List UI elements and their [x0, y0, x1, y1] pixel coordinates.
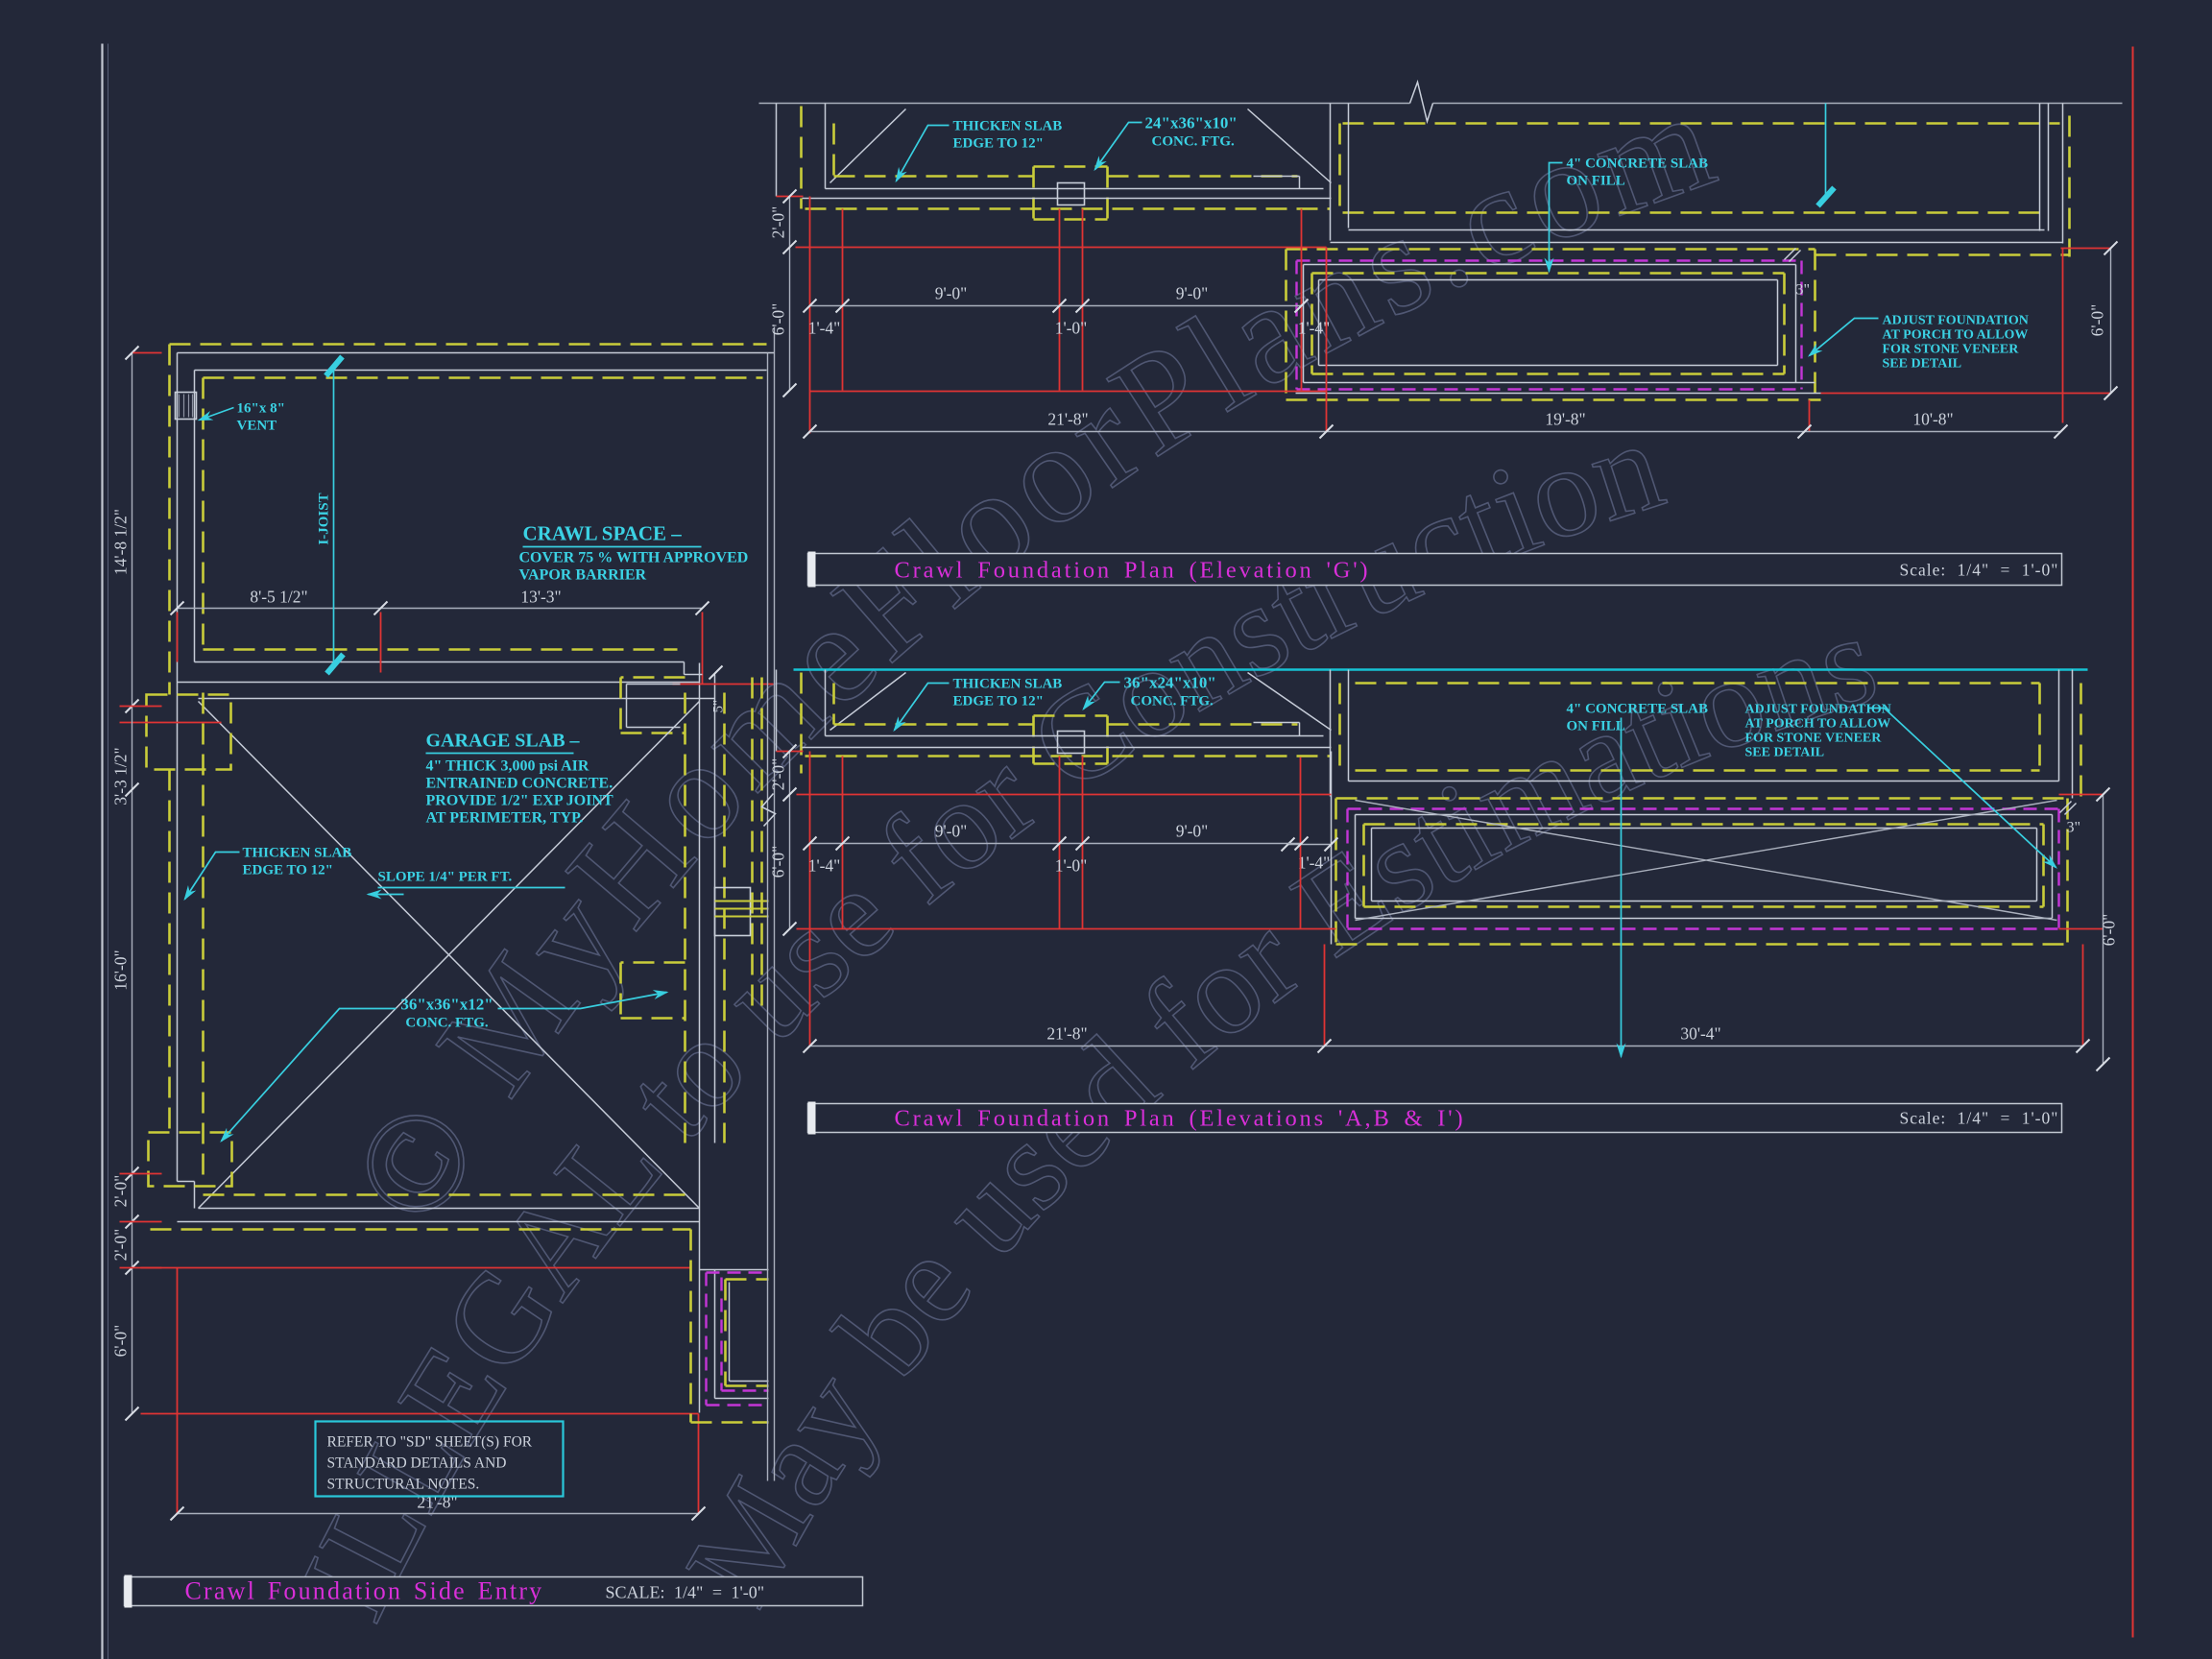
svg-text:ENTRAINED CONCRETE.: ENTRAINED CONCRETE. — [426, 776, 613, 792]
svg-text:36"x24"x10": 36"x24"x10" — [1124, 674, 1216, 692]
svg-text:6'-0": 6'-0" — [769, 303, 788, 336]
svg-text:3": 3" — [2067, 820, 2081, 836]
svg-text:STRUCTURAL NOTES.: STRUCTURAL NOTES. — [327, 1477, 480, 1493]
svg-text:SLOPE 1/4" PER FT.: SLOPE 1/4" PER FT. — [378, 870, 513, 885]
svg-text:16'-0": 16'-0" — [111, 950, 131, 990]
svg-text:EDGE TO 12": EDGE TO 12" — [953, 136, 1044, 152]
svg-text:3'-3 1/2": 3'-3 1/2" — [111, 747, 131, 805]
svg-text:6'-0": 6'-0" — [769, 846, 788, 878]
svg-text:Crawl Foundation Side Entry: Crawl Foundation Side Entry — [185, 1577, 544, 1605]
svg-text:16"x 8": 16"x 8" — [237, 401, 285, 417]
svg-text:36"x36"x12": 36"x36"x12" — [400, 996, 493, 1014]
svg-text:CONC. FTG.: CONC. FTG. — [405, 1016, 489, 1031]
svg-text:SCALE: 1/4" = 1'-0": SCALE: 1/4" = 1'-0" — [606, 1583, 765, 1602]
svg-text:CONC. FTG.: CONC. FTG. — [1131, 694, 1214, 709]
svg-text:EDGE TO 12": EDGE TO 12" — [243, 863, 333, 878]
svg-text:FOR STONE VENEER: FOR STONE VENEER — [1745, 732, 1883, 746]
svg-text:CONC. FTG.: CONC. FTG. — [1152, 134, 1236, 150]
svg-text:13'-3": 13'-3" — [520, 588, 561, 607]
svg-text:AT PERIMETER, TYP.: AT PERIMETER, TYP. — [426, 810, 584, 827]
svg-text:2'-0": 2'-0" — [111, 1175, 131, 1208]
svg-text:21'-8": 21'-8" — [1047, 410, 1088, 429]
svg-text:4" CONCRETE SLAB: 4" CONCRETE SLAB — [1567, 702, 1709, 717]
svg-text:SEE DETAIL: SEE DETAIL — [1883, 357, 1962, 372]
svg-text:PROVIDE 1/2" EXP JOINT: PROVIDE 1/2" EXP JOINT — [426, 793, 613, 809]
svg-text:1'-4": 1'-4" — [1298, 854, 1331, 873]
svg-text:1'-4": 1'-4" — [1298, 319, 1331, 338]
svg-text:1'-0": 1'-0" — [1055, 319, 1088, 338]
svg-text:2'-0": 2'-0" — [111, 1229, 131, 1262]
svg-text:AT PORCH TO ALLOW: AT PORCH TO ALLOW — [1883, 328, 2029, 343]
svg-text:3": 3" — [1796, 282, 1811, 299]
svg-text:ADJUST FOUNDATION: ADJUST FOUNDATION — [1883, 314, 2029, 328]
svg-text:STANDARD DETAILS AND: STANDARD DETAILS AND — [327, 1455, 507, 1472]
svg-text:GARAGE SLAB –: GARAGE SLAB – — [426, 731, 581, 752]
svg-text:21'-8": 21'-8" — [1046, 1024, 1087, 1044]
svg-text:10'-8": 10'-8" — [1912, 410, 1953, 429]
svg-text:1'-0": 1'-0" — [1055, 856, 1088, 876]
svg-text:ON FILL: ON FILL — [1567, 174, 1625, 189]
svg-text:1'-4": 1'-4" — [808, 319, 841, 338]
svg-text:THICKEN SLAB: THICKEN SLAB — [953, 677, 1063, 692]
svg-text:Scale: 1/4" = 1'-0": Scale: 1/4" = 1'-0" — [1900, 561, 2059, 580]
svg-text:CRAWL SPACE –: CRAWL SPACE – — [523, 522, 683, 545]
svg-text:4" THICK 3,000 psi AIR: 4" THICK 3,000 psi AIR — [426, 758, 589, 775]
svg-text:THICKEN SLAB: THICKEN SLAB — [243, 846, 352, 861]
svg-text:COVER 75 % WITH APPROVED: COVER 75 % WITH APPROVED — [519, 550, 749, 566]
svg-text:4" CONCRETE SLAB: 4" CONCRETE SLAB — [1567, 156, 1709, 172]
svg-text:EDGE TO 12": EDGE TO 12" — [953, 694, 1044, 709]
svg-text:SEE DETAIL: SEE DETAIL — [1745, 746, 1825, 760]
svg-text:19'-8": 19'-8" — [1545, 410, 1585, 429]
svg-text:9'-0": 9'-0" — [1176, 284, 1209, 303]
svg-text:Crawl Foundation Plan (Elevati: Crawl Foundation Plan (Elevations 'A,B &… — [895, 1106, 1466, 1132]
svg-text:ON FILL: ON FILL — [1567, 719, 1625, 734]
svg-text:14'-8 1/2": 14'-8 1/2" — [111, 509, 131, 575]
svg-text:6'-0": 6'-0" — [2100, 914, 2119, 947]
svg-text:FOR STONE VENEER: FOR STONE VENEER — [1883, 343, 2020, 357]
svg-text:VENT: VENT — [237, 419, 277, 434]
svg-text:9'-0": 9'-0" — [935, 284, 968, 303]
svg-text:VAPOR BARRIER: VAPOR BARRIER — [519, 567, 647, 584]
svg-text:THICKEN SLAB: THICKEN SLAB — [953, 119, 1063, 134]
svg-text:1'-4": 1'-4" — [808, 856, 841, 876]
svg-text:5": 5" — [711, 700, 727, 713]
svg-text:24"x36"x10": 24"x36"x10" — [1145, 114, 1238, 132]
svg-text:Crawl Foundation Plan (Elevati: Crawl Foundation Plan (Elevation 'G') — [895, 558, 1371, 584]
svg-text:2'-0": 2'-0" — [769, 758, 788, 791]
svg-text:6'-0": 6'-0" — [111, 1325, 131, 1358]
svg-text:6'-0": 6'-0" — [2088, 304, 2107, 337]
svg-text:9'-0": 9'-0" — [1176, 822, 1209, 841]
svg-text:Scale: 1/4" = 1'-0": Scale: 1/4" = 1'-0" — [1900, 1109, 2059, 1128]
svg-text:30'-4": 30'-4" — [1680, 1024, 1720, 1044]
svg-text:ADJUST FOUNDATION: ADJUST FOUNDATION — [1745, 703, 1891, 717]
svg-text:8'-5 1/2": 8'-5 1/2" — [250, 588, 307, 607]
svg-text:I-JOIST: I-JOIST — [317, 493, 332, 544]
svg-text:9'-0": 9'-0" — [935, 822, 968, 841]
svg-text:REFER TO "SD" SHEET(S) FOR: REFER TO "SD" SHEET(S) FOR — [327, 1434, 533, 1451]
svg-text:2'-0": 2'-0" — [769, 206, 788, 239]
svg-text:AT PORCH TO ALLOW: AT PORCH TO ALLOW — [1745, 717, 1891, 732]
